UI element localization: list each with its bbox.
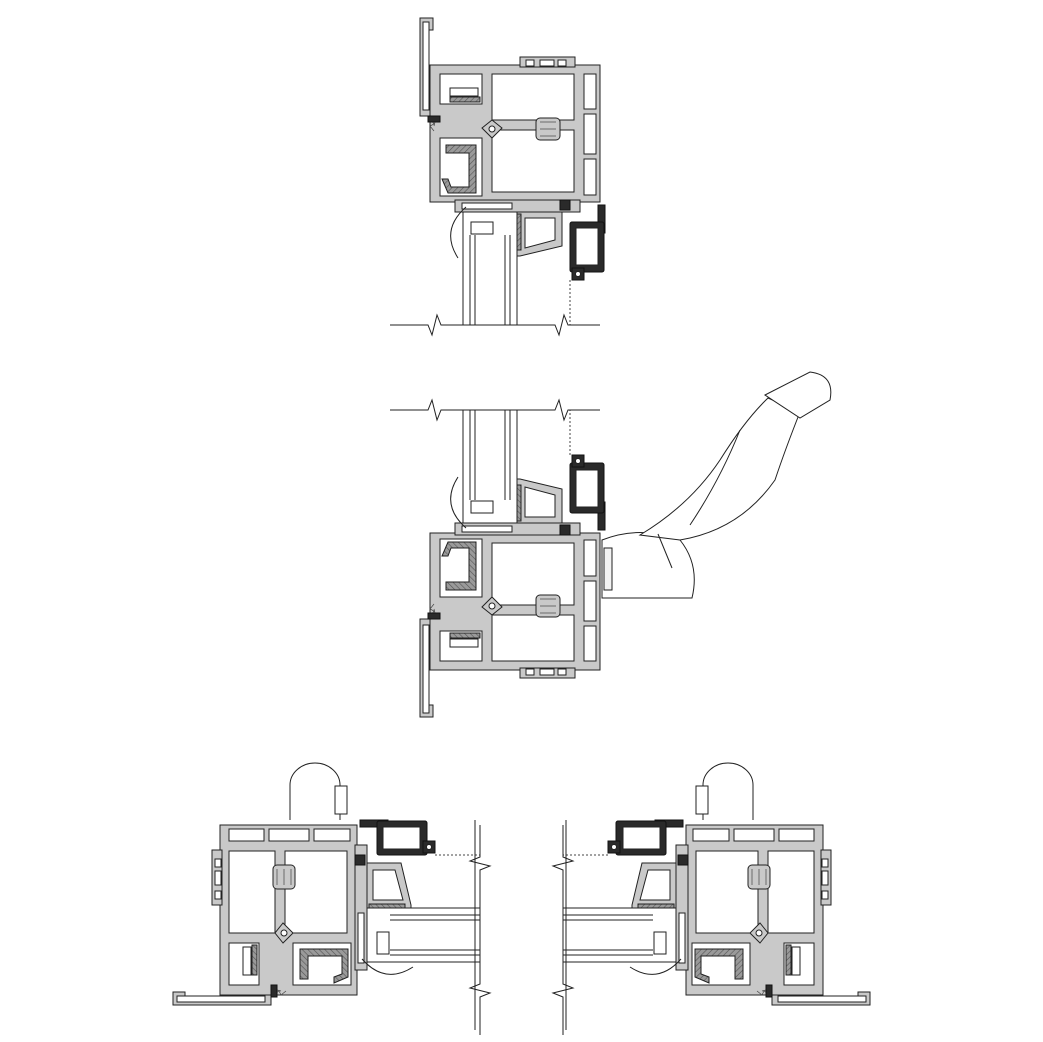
jamb-section-left	[172, 762, 491, 1036]
jamb-section-right	[552, 762, 871, 1036]
sill-section	[389, 371, 832, 718]
head-section	[389, 17, 606, 336]
window-handle-icon	[601, 371, 832, 599]
